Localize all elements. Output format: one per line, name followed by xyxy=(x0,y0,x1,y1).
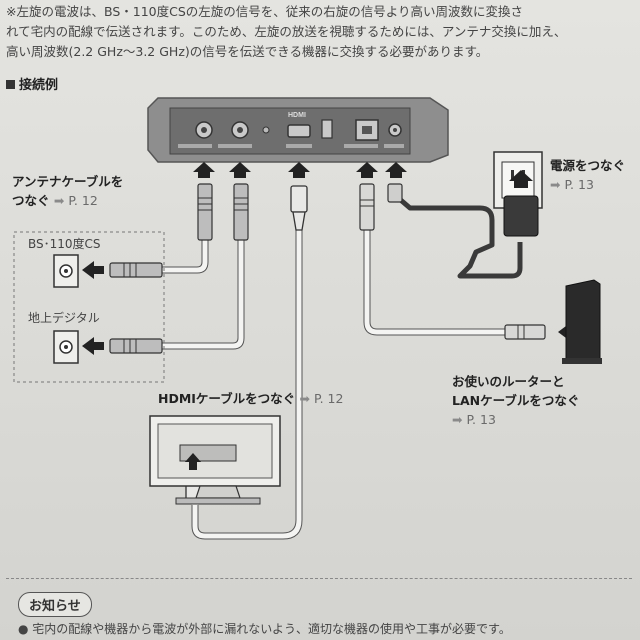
note-line-2: れて宅内の配線で伝送されます。このため、左旋の放送を視聴するためには、アンテナ交… xyxy=(6,24,567,39)
router xyxy=(562,279,602,364)
terrestrial-label: 地上デジタル xyxy=(28,311,100,325)
section-title-text: 接続例 xyxy=(19,78,59,93)
arrow-up-icon xyxy=(193,162,407,178)
ac-adapter xyxy=(503,195,539,237)
tv-monitor xyxy=(149,415,281,505)
arrow-right-icon: ➡ xyxy=(550,177,561,192)
usb-port xyxy=(321,119,333,139)
square-bullet-icon xyxy=(6,80,15,89)
note-line-3: 高い周波数(2.2 GHz〜3.2 GHz)の信号を伝送できる機器に交換する必要… xyxy=(6,44,489,59)
connection-diagram: HDMI xyxy=(13,97,602,540)
page-reference-link[interactable]: ➡ P. 12 xyxy=(299,391,344,406)
bs-cs-label: BS･110度CS xyxy=(28,237,101,251)
notice-text: ● 宅内の配線や機器から電波が外部に漏れないよう、適切な機器の使用や工事が必要で… xyxy=(18,622,511,636)
page-reference-link[interactable]: ➡ P. 12 xyxy=(53,193,98,208)
arrow-right-icon: ➡ xyxy=(53,193,65,208)
hdmi-cable-label: HDMIケーブルをつなぐ ➡ P. 12 xyxy=(158,391,344,406)
hdmi-logo: HDMI xyxy=(288,112,306,119)
arrow-right-icon: ➡ xyxy=(452,412,463,427)
page-reference-link[interactable]: ➡ P. 13 xyxy=(452,412,496,427)
arrow-up-icon xyxy=(509,170,533,188)
lan-cable-label: お使いのルーターと LANケーブルをつなぐ ➡ P. 13 xyxy=(452,374,580,427)
antenna-wall-outlets xyxy=(53,254,79,364)
notice-title: お知らせ xyxy=(18,592,92,617)
arrow-left-icon xyxy=(82,261,104,355)
hdmi-port xyxy=(287,124,311,138)
section-title: 接続例 xyxy=(6,74,58,93)
arrow-right-icon: ➡ xyxy=(299,391,311,406)
antenna-cable-label: アンテナケーブルを つなぐ ➡ P. 12 xyxy=(12,174,124,208)
arrow-up-icon xyxy=(185,453,201,470)
power-label: 電源をつなぐ ➡ P. 13 xyxy=(550,158,626,192)
note-line-1: ※左旋の電波は、BS・110度CSの左旋の信号を、従来の右旋の信号より高い周波数… xyxy=(6,4,524,19)
left-polarization-note: ※左旋の電波は、BS・110度CSの左旋の信号を、従来の右旋の信号より高い周波数… xyxy=(6,2,626,62)
wall-area xyxy=(13,231,165,383)
divider xyxy=(6,578,632,579)
page-reference-link[interactable]: ➡ P. 13 xyxy=(550,177,594,192)
tuner-box: HDMI xyxy=(147,97,449,163)
